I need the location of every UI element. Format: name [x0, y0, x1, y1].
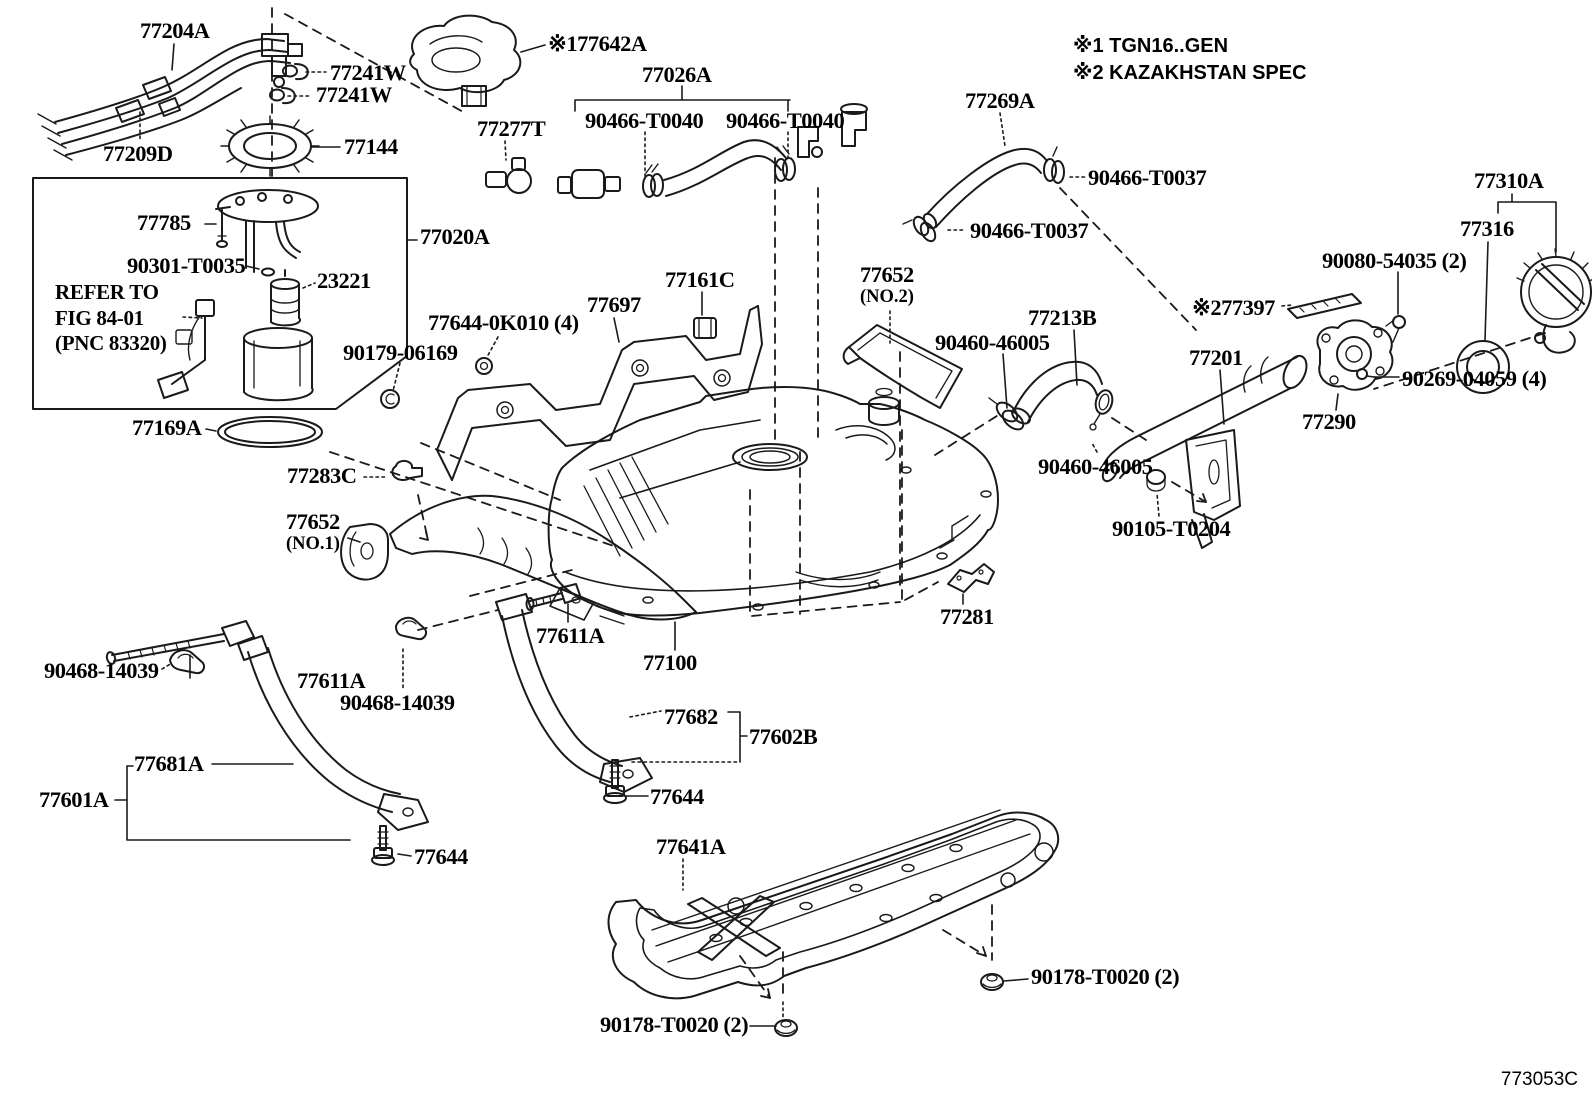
bracket-77697-art — [380, 305, 763, 481]
part-label: 77283C — [287, 463, 357, 488]
pump-module-box-art — [32, 177, 408, 410]
part-label: 77241W — [316, 82, 392, 107]
part-label: 77641A — [656, 834, 726, 859]
part-label-sub: (NO.1) — [286, 533, 340, 554]
refer-note-line2: FIG 84-01 — [55, 305, 144, 330]
part-label: 77161C — [665, 267, 735, 292]
part-label: 77611A — [297, 668, 366, 693]
part-label: 77644 — [414, 844, 468, 869]
refer-note-line3: (PNC 83320) — [55, 331, 167, 356]
part-label: 90080-54035 (2) — [1322, 248, 1467, 273]
spec-note-1: ※1 TGN16..GEN — [1073, 35, 1229, 57]
dash-arrowheads — [419, 493, 1207, 999]
refer-note: REFER TO FIG 84-01 (PNC 83320) — [55, 280, 167, 357]
part-label: 77652(NO.2) — [860, 262, 914, 307]
part-label: 90466-T0040 — [726, 108, 845, 133]
part-label: 90468-14039 — [340, 690, 455, 715]
part-label: 90468-14039 — [44, 658, 159, 683]
part-label: 77144 — [344, 134, 398, 159]
spec-note-2: ※2 KAZAKHSTAN SPEC — [1073, 62, 1307, 84]
part-label: 77201 — [1189, 345, 1243, 370]
part-label: 77652(NO.1) — [286, 509, 340, 554]
hose-77269a-art — [902, 146, 1065, 243]
dotted-leaders — [139, 71, 1293, 1019]
part-label: 90105-T0204 — [1112, 516, 1231, 541]
cap-77642a-art — [409, 14, 522, 107]
part-label: 77204A — [140, 18, 210, 43]
part-label: 77682 — [664, 704, 718, 729]
fuel-tank-art — [547, 386, 999, 617]
leader-lines — [114, 43, 1557, 1027]
part-label: 90178-T0020 (2) — [1031, 964, 1180, 989]
part-label: 77644 — [650, 784, 704, 809]
part-label: 77785 — [137, 210, 191, 235]
diagram-code: 773053C — [1500, 1069, 1578, 1090]
straps-art — [105, 583, 653, 866]
part-label: 77316 — [1460, 216, 1514, 241]
gasket-77169a-art — [217, 416, 323, 448]
part-label: 77169A — [132, 415, 202, 440]
part-label: 77310A — [1474, 168, 1544, 193]
part-label: 23221 — [317, 268, 371, 293]
part-label: 77020A — [420, 224, 490, 249]
part-label: 77602B — [749, 724, 818, 749]
refer-note-line1: REFER TO — [55, 280, 159, 304]
part-label: 90269-04059 (4) — [1402, 366, 1547, 391]
part-label: 77277T — [477, 116, 546, 141]
part-label: 77269A — [965, 88, 1035, 113]
part-label: ※277397 — [1192, 295, 1275, 320]
part-label: 77681A — [134, 751, 204, 776]
part-label: 90466-T0037 — [1088, 165, 1207, 190]
part-label: 77611A — [536, 623, 605, 648]
part-label: 77281 — [940, 604, 994, 629]
part-label: 90466-T0040 — [585, 108, 704, 133]
part-label: 90460-46005 — [1038, 454, 1153, 479]
part-label: 90466-T0037 — [970, 218, 1089, 243]
protector-no1-art — [340, 459, 697, 625]
part-label: 90179-06169 — [343, 340, 458, 365]
part-label: 77697 — [587, 292, 641, 317]
valve-filter-hose-art — [485, 103, 868, 199]
fuel-cap-cluster-art — [1287, 248, 1592, 394]
lock-ring-77144-art — [220, 115, 320, 177]
part-label: 90178-T0020 (2) — [600, 1012, 749, 1037]
part-label: 77209D — [103, 141, 173, 166]
part-label: 77026A — [642, 62, 712, 87]
part-label: 77644-0K010 (4) — [428, 310, 579, 335]
part-label: 77601A — [39, 787, 109, 812]
part-label: 77100 — [643, 650, 697, 675]
skid-plate-art — [607, 809, 1060, 1037]
part-label: 90301-T0035 — [127, 253, 246, 278]
fuel-tubes-art — [37, 33, 303, 161]
part-label-sub: (NO.2) — [860, 286, 914, 307]
part-label: ※177642A — [548, 31, 647, 56]
part-label: 77213B — [1028, 305, 1097, 330]
part-label: 77290 — [1302, 409, 1356, 434]
part-label: 77241W — [330, 60, 406, 85]
part-label: 90460-46005 — [935, 330, 1050, 355]
